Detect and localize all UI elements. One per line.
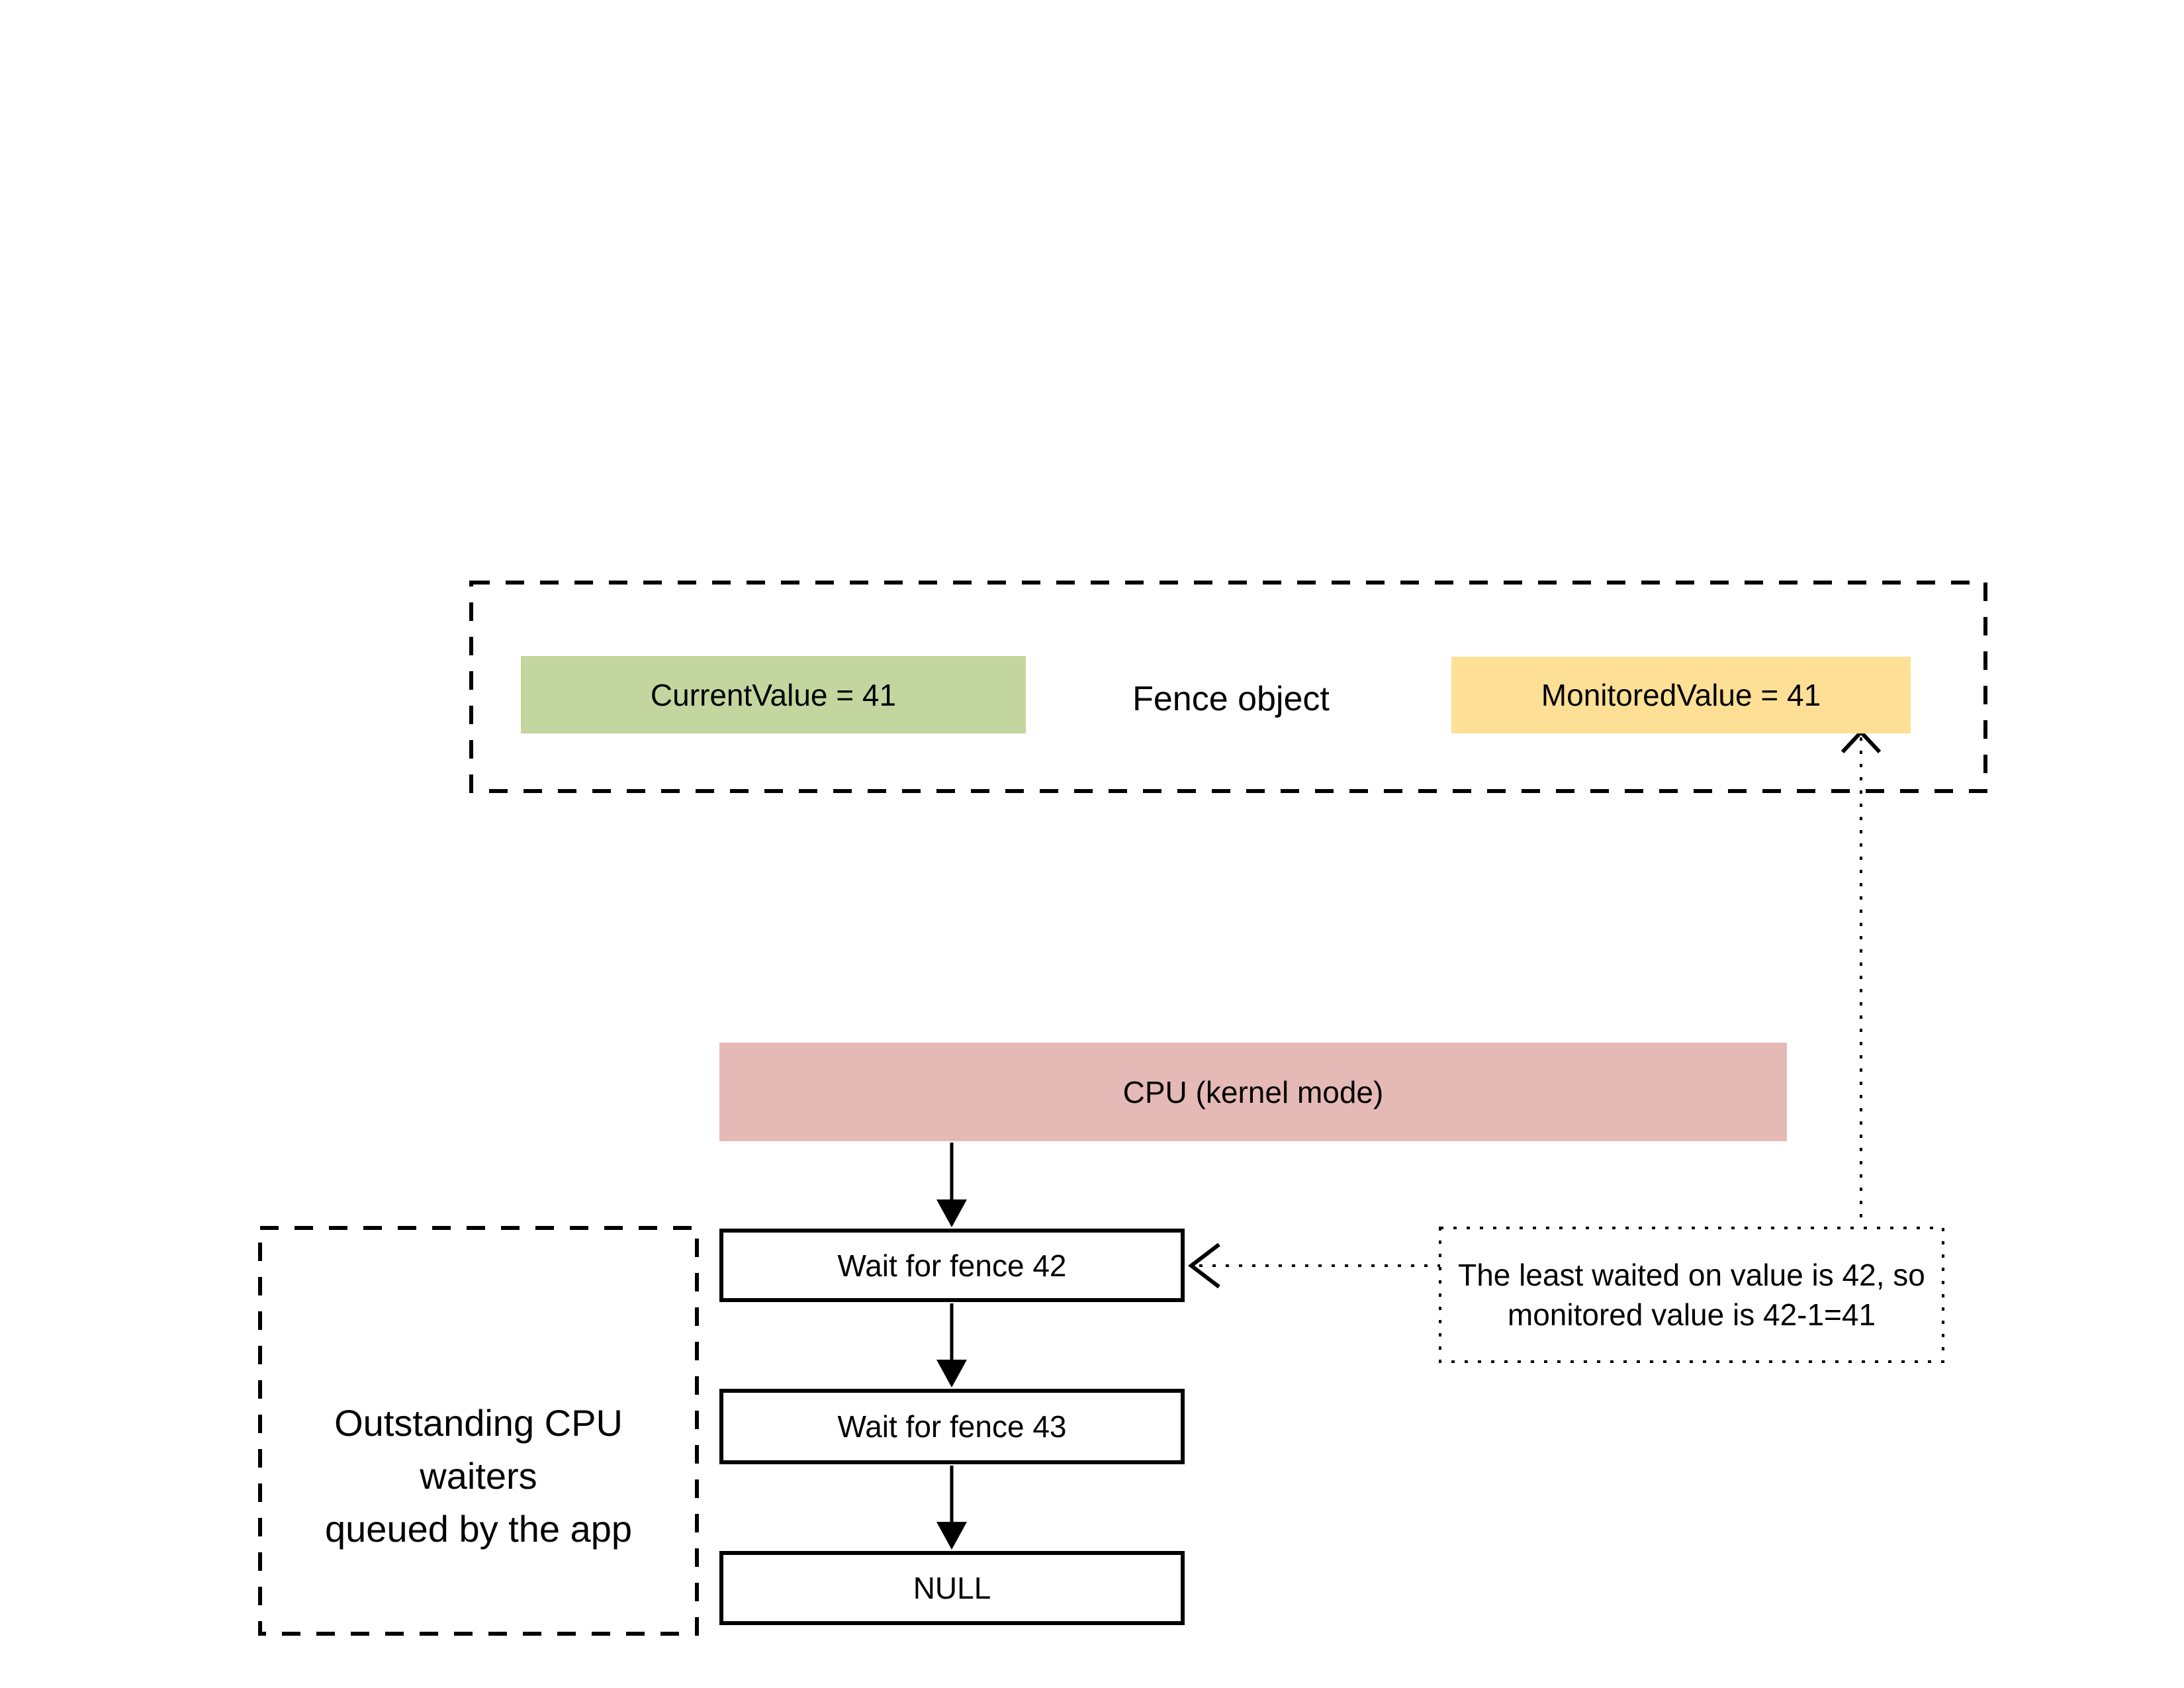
cpu-waiters-caption-line1: Outstanding CPU waiters xyxy=(334,1402,623,1497)
current-value-label: CurrentValue = 41 xyxy=(650,677,897,712)
current-value-box: CurrentValue = 41 xyxy=(521,656,1026,733)
cpu-waiters-caption: Outstanding CPU waiters queued by the ap… xyxy=(273,1397,684,1556)
cpu-waiters-caption-line2: queued by the app xyxy=(325,1508,632,1550)
wait-fence-42-box: Wait for fence 42 xyxy=(719,1229,1185,1302)
arrow-wait43-to-null xyxy=(936,1466,967,1550)
monitored-value-label: MonitoredValue = 41 xyxy=(1541,678,1821,712)
annotation-line2: monitored value is 42-1=41 xyxy=(1507,1297,1876,1332)
wait-fence-43-box: Wait for fence 43 xyxy=(719,1389,1185,1464)
annotation-box: The least waited on value is 42, so moni… xyxy=(1440,1228,1943,1362)
dotted-arrow-annotation-to-wait42 xyxy=(1188,1243,1440,1289)
null-label: NULL xyxy=(913,1571,991,1605)
annotation-line1: The least waited on value is 42, so xyxy=(1458,1258,1925,1292)
cpu-kernel-mode-box: CPU (kernel mode) xyxy=(719,1043,1787,1141)
arrow-wait42-to-wait43 xyxy=(936,1303,967,1387)
wait-fence-43-label: Wait for fence 43 xyxy=(837,1409,1067,1444)
fence-object-title-label: Fence object xyxy=(1132,680,1330,718)
dotted-arrow-annotation-to-monitored-value xyxy=(1841,729,1882,1227)
cpu-waiters-container-border xyxy=(258,1226,699,1636)
arrow-cpu-to-wait42 xyxy=(936,1143,967,1227)
cpu-kernel-mode-label: CPU (kernel mode) xyxy=(1122,1074,1384,1109)
wait-fence-42-label: Wait for fence 42 xyxy=(837,1248,1067,1283)
fence-object-title: Fence object xyxy=(1032,661,1430,737)
null-box: NULL xyxy=(719,1551,1185,1625)
monitored-value-box: MonitoredValue = 41 xyxy=(1451,657,1911,733)
annotation-box-border xyxy=(1439,1227,1944,1363)
fence-object-container-border xyxy=(469,581,1987,793)
